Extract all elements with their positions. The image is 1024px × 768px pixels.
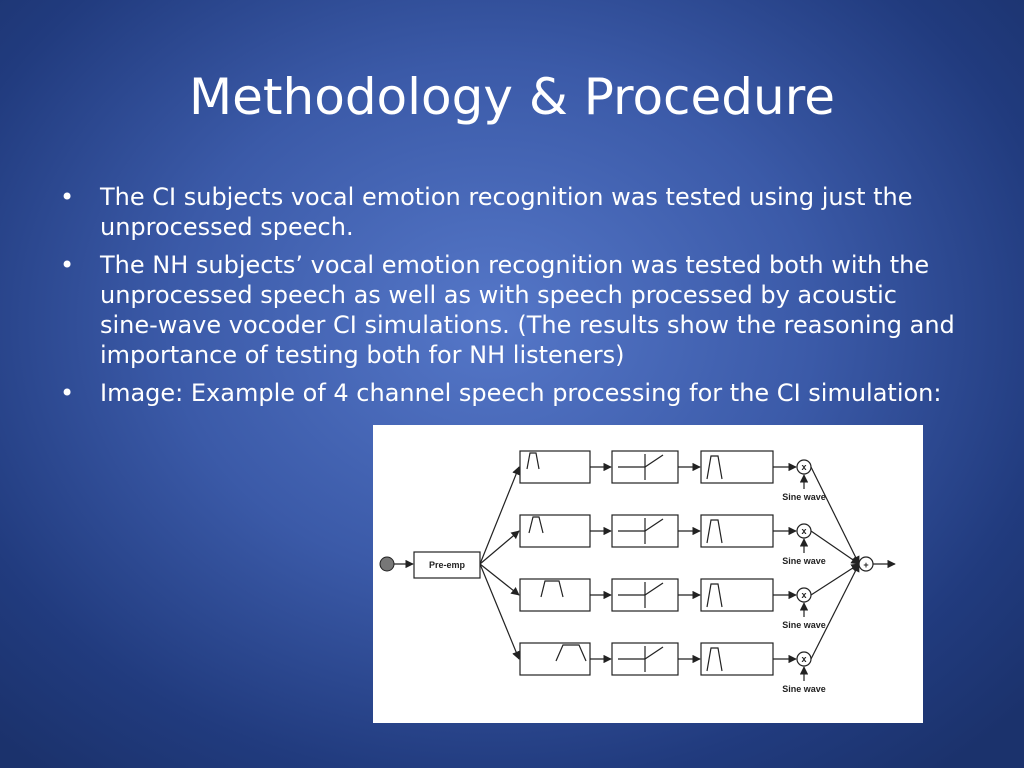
- multiply-symbol: x: [801, 654, 806, 664]
- bandpass-filter-box: [519, 514, 591, 548]
- sine-wave-label: Sine wave: [782, 492, 826, 502]
- multiplier-to-sum-arrow: [810, 530, 860, 565]
- multiply-symbol: x: [801, 526, 806, 536]
- fanout-arrow: [479, 563, 520, 596]
- lowpass-curve: [706, 519, 723, 544]
- input-node: [379, 556, 395, 572]
- sine-wave-label: Sine wave: [782, 556, 826, 566]
- slide-title: Methodology & Procedure: [189, 68, 835, 126]
- sine-wave-label: Sine wave: [782, 684, 826, 694]
- multiplier-to-sum-arrow: [810, 563, 860, 660]
- bandpass-filter-box: [519, 578, 591, 612]
- lowpass-curve: [706, 583, 723, 608]
- bandpass-curve: [540, 580, 564, 598]
- multiplier-to-sum-arrow: [810, 466, 860, 565]
- bullet-text: Image: Example of 4 channel speech proce…: [100, 379, 942, 407]
- sum-symbol: +: [863, 560, 868, 570]
- bullet-list: • The CI subjects vocal emotion recognit…: [60, 182, 960, 416]
- bullet-item: • The NH subjects’ vocal emotion recogni…: [60, 250, 960, 370]
- bullet-symbol: •: [60, 379, 75, 407]
- rectifier-slope-line: [644, 518, 664, 532]
- lowpass-curve: [706, 455, 723, 480]
- fanout-arrow: [479, 530, 520, 565]
- multiplier-to-sum-arrow: [810, 563, 860, 596]
- bullet-text: The CI subjects vocal emotion recognitio…: [100, 183, 913, 241]
- multiply-symbol: x: [801, 462, 806, 472]
- bandpass-curve: [528, 516, 544, 534]
- fanout-arrow: [479, 563, 521, 660]
- bullet-symbol: •: [60, 183, 75, 211]
- bandpass-filter-box: [519, 642, 591, 676]
- bullet-item: • Image: Example of 4 channel speech pro…: [60, 378, 960, 408]
- bandpass-filter-box: [519, 450, 591, 484]
- fanout-arrow: [479, 466, 521, 565]
- pre-emp-label: Pre-emp: [429, 560, 466, 570]
- bullet-text: The NH subjects’ vocal emotion recogniti…: [100, 251, 955, 369]
- bandpass-curve: [555, 644, 587, 662]
- rectifier-slope-line: [644, 646, 664, 660]
- rectifier-slope-line: [644, 454, 664, 468]
- rectifier-slope-line: [644, 582, 664, 596]
- bandpass-curve: [526, 452, 540, 470]
- multiply-symbol: x: [801, 590, 806, 600]
- lowpass-curve: [706, 647, 723, 672]
- bullet-symbol: •: [60, 251, 75, 279]
- bullet-item: • The CI subjects vocal emotion recognit…: [60, 182, 960, 242]
- sine-wave-label: Sine wave: [782, 620, 826, 630]
